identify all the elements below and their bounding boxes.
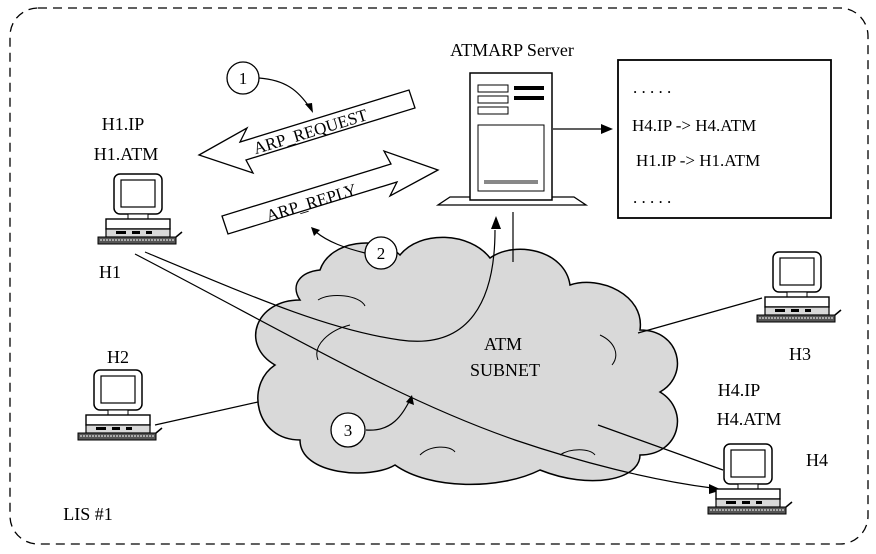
h4-name-label: H4 [806, 450, 828, 470]
lis-boundary [9, 7, 869, 545]
h3-name-label: H3 [789, 344, 811, 364]
h4-ip-label: H4.IP [718, 380, 761, 400]
h1-atm-label: H1.ATM [94, 144, 159, 164]
cloud-label-line2: SUBNET [470, 360, 540, 380]
arp-table: . . . . . H4.IP -> H4.ATM H1.IP -> H1.AT… [617, 59, 832, 219]
h1-to-server-path [144, 229, 496, 342]
server-label: ATMARP Server [450, 40, 574, 60]
lis-label: LIS #1 [63, 504, 113, 524]
arp-reply-label: ARP_REPLY [264, 180, 359, 226]
host-h4-icon [707, 443, 793, 515]
svg-text:2: 2 [377, 244, 386, 263]
table-row: H4.IP -> H4.ATM [632, 116, 756, 135]
h2-name-label: H2 [107, 347, 129, 367]
arp-request-arrow: ARP_REQUEST [197, 89, 416, 175]
h3-link [637, 297, 763, 334]
table-row: . . . . . [633, 188, 671, 207]
arrowhead [491, 216, 501, 229]
step-1-callout: 1 [226, 61, 313, 113]
h2-link [154, 401, 259, 426]
arrowhead [601, 124, 613, 134]
host-h2-icon [77, 369, 163, 441]
table-row: . . . . . [633, 78, 671, 97]
atm-subnet-cloud [255, 236, 679, 486]
table-row: H1.IP -> H1.ATM [636, 151, 760, 170]
server-icon [435, 72, 589, 206]
h4-atm-label: H4.ATM [717, 409, 782, 429]
step-2-callout: 2 [311, 227, 398, 270]
h4-link [597, 424, 724, 471]
h1-name-label: H1 [99, 262, 121, 282]
host-h1-icon [97, 173, 183, 245]
arp-reply-arrow: ARP_REPLY [221, 149, 440, 235]
cloud-label-line1: ATM [484, 334, 522, 354]
svg-text:3: 3 [344, 421, 353, 440]
host-h3-icon [756, 251, 842, 323]
h1-to-h4-path [134, 253, 713, 489]
arp-request-label: ARP_REQUEST [251, 105, 370, 158]
svg-text:1: 1 [239, 69, 248, 88]
h1-ip-label: H1.IP [102, 114, 145, 134]
